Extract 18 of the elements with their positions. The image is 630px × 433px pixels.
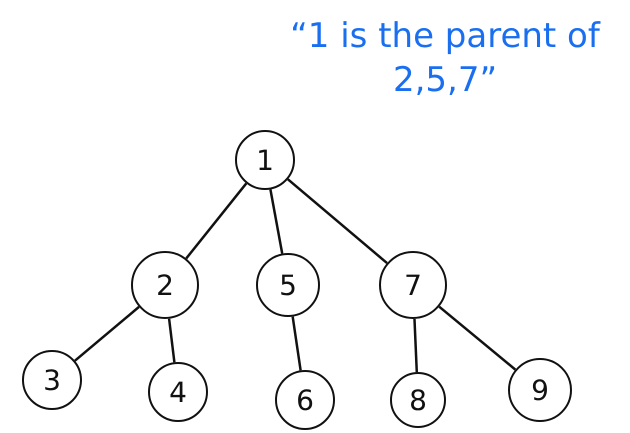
connector-line xyxy=(413,318,418,372)
node-number: 5 xyxy=(279,268,297,302)
node-number: 9 xyxy=(531,374,549,406)
node-number: 6 xyxy=(296,384,314,416)
connector-line xyxy=(287,178,388,264)
connector-line xyxy=(74,306,140,362)
node-number: 7 xyxy=(404,268,422,302)
connector-line xyxy=(185,182,248,260)
node-number: 1 xyxy=(256,144,274,176)
node-number: 2 xyxy=(156,268,174,302)
handwritten-note: “1 is the parent of 2,5,7” xyxy=(289,15,602,102)
node-number: 3 xyxy=(43,364,61,396)
connector-line xyxy=(438,306,516,371)
connector-line xyxy=(168,318,176,362)
node-number: 8 xyxy=(409,384,427,416)
connector-line xyxy=(291,316,302,370)
connector-line xyxy=(269,189,284,254)
node-number: 4 xyxy=(169,376,187,408)
